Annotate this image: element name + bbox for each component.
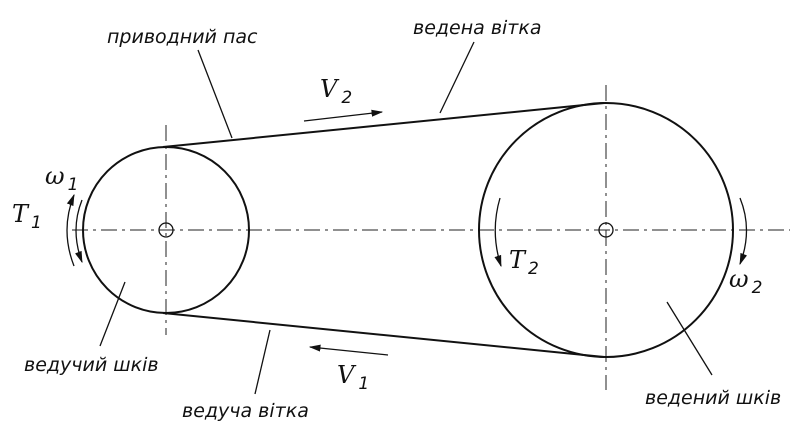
driven-branch-label: ведена вітка [413, 17, 541, 39]
v1-arrow [308, 344, 389, 356]
driven-branch-leader [439, 41, 475, 114]
omega2-rotation-arrow [739, 197, 748, 266]
drive-belt-leader [197, 49, 233, 139]
driving-pulley-hub [158, 222, 174, 238]
v2-arrow [303, 109, 384, 122]
driving-pulley-leader [99, 281, 126, 347]
t1-torque-arrow [66, 193, 75, 267]
t2-torque-arrow [494, 197, 502, 268]
driven-pulley-hub [598, 222, 614, 238]
driven-branch-line [162, 102, 605, 148]
driving-branch-leader [254, 329, 271, 395]
driven-pulley-leader [666, 301, 713, 376]
driving-branch-line [162, 312, 605, 358]
driving-pulley-label: ведучий шків [24, 354, 159, 376]
omega1-rotation-arrow [75, 199, 83, 264]
driven-pulley-circle [478, 102, 734, 358]
drive-belt-label: приводний пас [107, 26, 258, 48]
driven-pulley-label: ведений шків [645, 387, 781, 409]
driving-branch-label: ведуча вітка [182, 400, 309, 422]
